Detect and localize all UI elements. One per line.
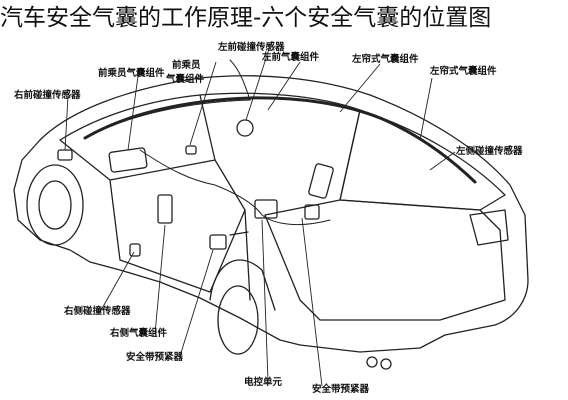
- left-curtain-module: [308, 163, 334, 199]
- b-pillar: [214, 159, 251, 301]
- left-side-sensor-module: [304, 204, 320, 220]
- label-curtain-airbag-top: 左帘式气囊组件: [352, 54, 419, 65]
- right-side-airbag-module: [157, 194, 173, 224]
- label-seatbelt-pretensioner: 安全带预紧器: [126, 352, 184, 363]
- car-roof-outline: [39, 75, 529, 336]
- car-front-outline: [13, 139, 301, 346]
- trunk-lid: [299, 199, 506, 321]
- label-driver-airbag: 左前气囊组件: [262, 52, 320, 63]
- front-wheel: [26, 164, 84, 246]
- front-door: [109, 179, 246, 293]
- label-front-row-2: 气囊组件: [166, 74, 205, 85]
- label-right-side-sensor: 右侧碰撞传感器: [64, 306, 131, 317]
- front-passenger-airbag-module: [108, 147, 148, 173]
- label-front-passenger-airbag: 前乘员气囊组件: [98, 68, 165, 79]
- curtain-airbag-tube: [83, 96, 477, 184]
- label-front-row: 前乘员: [172, 60, 201, 71]
- label-curtain-airbag: 左帘式气囊组件: [430, 66, 497, 77]
- seatbelt-pretensioner-box: [209, 234, 227, 250]
- label-control-unit: 电控单元: [244, 377, 283, 388]
- wiring-harness: [139, 149, 331, 225]
- label-left-front-sensor: 左前碰撞传感器: [218, 42, 285, 53]
- label-right-side-airbag: 右侧气囊组件: [110, 328, 168, 339]
- label-seatbelt-pretensioner-2: 安全带预紧器: [312, 384, 370, 395]
- rear-wheel: [217, 285, 259, 355]
- page-title: 汽车安全气囊的工作原理-六个安全气囊的位置图: [0, 5, 492, 31]
- label-left-side-sensor: 左侧碰撞传感器: [456, 146, 523, 157]
- windshield: [59, 94, 216, 181]
- control-unit-box: [254, 199, 278, 219]
- car-rear-bumper: [299, 334, 446, 353]
- mirror: [236, 119, 254, 137]
- label-right-front-sensor: 右前碰撞传感器: [14, 90, 81, 101]
